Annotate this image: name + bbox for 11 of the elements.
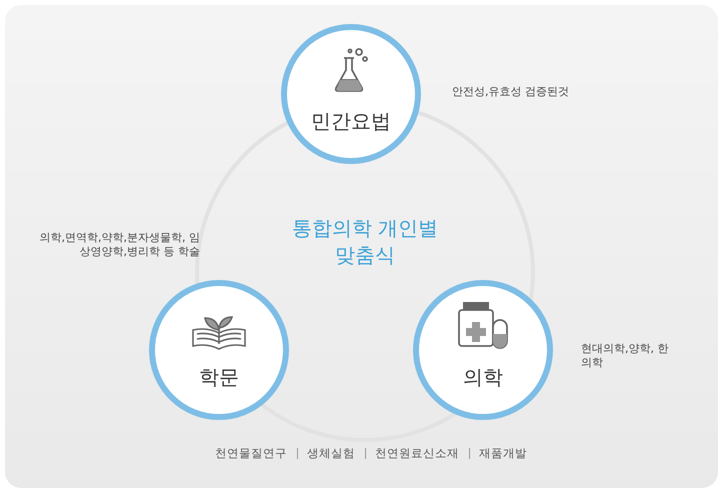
note-text: 현대의학,양학, 한의학 [581, 342, 670, 370]
node-label: 민간요법 [310, 108, 392, 135]
center-title: 통합의학 개인별 맞춤식 [290, 215, 440, 269]
footer-item: 천연물질연구 [215, 446, 287, 461]
footer-item: 생체실험 [307, 446, 355, 461]
node-label: 의학 [462, 364, 504, 391]
footer-item: 재품개발 [479, 446, 527, 461]
note-text: 의학,면역학,약학,분자생물학, 임상영양학,병리학 등 학술 [38, 231, 200, 259]
node-label: 학문 [198, 364, 240, 391]
note-text: 안전성,유효성 검증된것 [452, 85, 570, 99]
footer-item: 천연원료신소재 [375, 446, 459, 461]
